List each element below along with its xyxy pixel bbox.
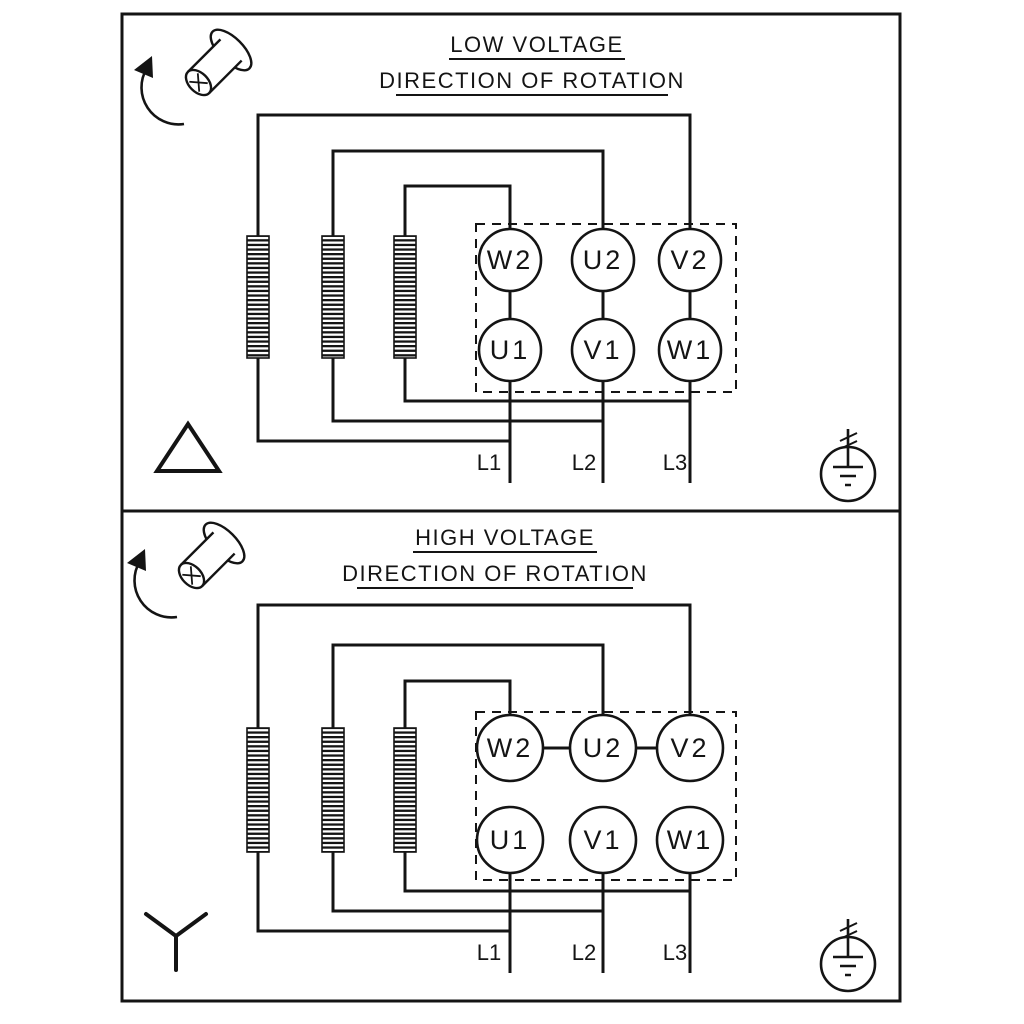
earth-ground-icon <box>819 917 877 993</box>
winding-coil-3 <box>393 727 417 853</box>
terminal-label-w1: W1 <box>667 825 714 855</box>
panel-title: LOW VOLTAGE <box>450 32 623 57</box>
wire-coil2-to-l2 <box>331 358 603 423</box>
panel-title: HIGH VOLTAGE <box>415 525 595 550</box>
terminal-v1 <box>570 317 636 383</box>
terminal-label-u1: U1 <box>490 335 531 365</box>
terminal-u1 <box>475 805 545 875</box>
winding-coil-2 <box>321 727 345 853</box>
terminal-label-w2: W2 <box>487 245 534 275</box>
terminal-w1 <box>655 805 725 875</box>
panel-subtitle: DIRECTION OF ROTATION <box>342 561 648 586</box>
winding-coil-2 <box>321 235 345 359</box>
winding-coil-1 <box>246 727 270 853</box>
wire-coil1-to-l1 <box>256 852 510 933</box>
terminal-w2 <box>477 227 543 293</box>
terminal-w1 <box>657 317 723 383</box>
terminal-v2 <box>655 713 725 783</box>
supply-label-l1: L1 <box>477 450 501 475</box>
supply-label-l3: L3 <box>663 940 687 965</box>
star-symbol <box>144 912 208 972</box>
panel-low-voltage: LOW VOLTAGE DIRECTION OF ROTATION <box>132 21 877 503</box>
delta-symbol <box>153 420 223 473</box>
rotation-shaft-icon <box>125 514 253 619</box>
wire-coil1-to-l1 <box>256 358 510 443</box>
winding-coil-3 <box>393 235 417 359</box>
wire-coil3-to-w2 <box>403 184 512 236</box>
supply-label-l1: L1 <box>477 940 501 965</box>
terminal-board-box <box>475 711 737 881</box>
terminal-label-u2: U2 <box>583 733 624 763</box>
wire-coil2-to-l2 <box>331 852 603 913</box>
terminal-label-u1: U1 <box>490 825 531 855</box>
terminal-board-box <box>475 223 737 393</box>
terminals-high-voltage: W2 U2 V2 U1 V1 W1 <box>475 713 725 875</box>
terminal-label-v1: V1 <box>583 335 622 365</box>
terminal-u2 <box>568 713 638 783</box>
terminal-v1 <box>568 805 638 875</box>
wire-coil3-to-l3 <box>403 358 690 403</box>
terminal-label-u2: U2 <box>583 245 624 275</box>
terminal-label-v2: V2 <box>670 733 709 763</box>
wire-coil1-to-v2 <box>256 113 692 236</box>
rotation-shaft-icon <box>132 21 260 126</box>
diagram-border <box>120 12 902 1003</box>
supply-label-l2: L2 <box>572 450 596 475</box>
wire-coil2-to-u2 <box>331 643 605 728</box>
wire-coil3-to-l3 <box>403 852 690 893</box>
supply-label-l2: L2 <box>572 940 596 965</box>
terminal-label-w1: W1 <box>667 335 714 365</box>
wire-coil3-to-w2 <box>403 679 512 728</box>
wire-coil2-to-u2 <box>331 149 605 236</box>
terminal-label-v2: V2 <box>670 245 709 275</box>
terminal-u2 <box>570 227 636 293</box>
winding-coil-1 <box>246 235 270 359</box>
delta-bridge-links <box>508 291 692 319</box>
terminal-w2 <box>475 713 545 783</box>
terminal-v2 <box>657 227 723 293</box>
wire-coil1-to-v2 <box>256 603 692 728</box>
wiring-low-voltage <box>256 113 692 483</box>
supply-label-l3: L3 <box>663 450 687 475</box>
terminals-low-voltage: W2 U2 V2 U1 V1 W1 <box>477 227 723 383</box>
terminal-label-v1: V1 <box>583 825 622 855</box>
terminal-u1 <box>477 317 543 383</box>
panel-high-voltage: HIGH VOLTAGE DIRECTION OF ROTATION <box>125 514 877 993</box>
terminal-label-w2: W2 <box>487 733 534 763</box>
wiring-high-voltage <box>256 603 692 973</box>
earth-ground-icon <box>819 427 877 503</box>
panel-subtitle: DIRECTION OF ROTATION <box>379 68 685 93</box>
